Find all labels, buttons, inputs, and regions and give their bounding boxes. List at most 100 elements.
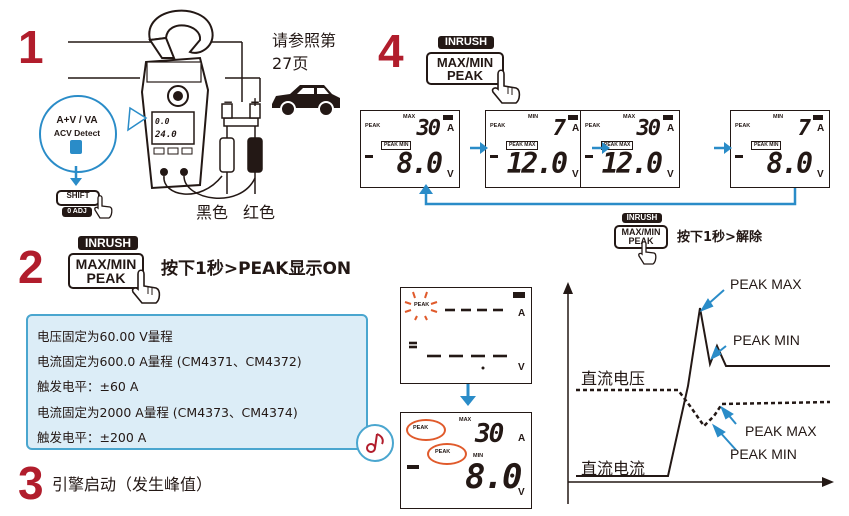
page-reference-line2: 27页: [272, 54, 309, 73]
peak-indicator: PEAK: [414, 302, 430, 308]
peak-min-highlight: [427, 443, 467, 465]
hand-press-icon: [94, 195, 113, 219]
dc-voltage-label: 直流电压: [581, 369, 646, 388]
inrush-tag-step4: INRUSH: [438, 36, 494, 49]
battery-icon: [568, 115, 578, 120]
step-number-2: 2: [18, 241, 44, 293]
cancel-instruction: 按下1秒>解除: [677, 230, 762, 245]
max-min-label: MAX/MIN: [75, 256, 137, 272]
function-dial-callout: [39, 95, 117, 173]
peak-mode-box: PEAK MIN: [381, 141, 412, 150]
page-reference-line1: 请参照第: [272, 31, 337, 50]
dial-pointer-icon: [70, 140, 82, 154]
meter-top-value: 0.0: [155, 117, 170, 126]
minus-terminal-label: −: [223, 95, 234, 109]
info-line: 触发电平：±200 A: [37, 429, 147, 445]
arrow-down-icon: [70, 166, 82, 186]
mode-indicator: MIN: [528, 114, 539, 120]
red-lead-label: 红色: [243, 203, 276, 222]
unit-a: A: [817, 123, 825, 134]
zero-adj-label: 0 ADJ: [62, 207, 92, 217]
dial-label-avva: A+V / VA: [56, 115, 98, 126]
hand-press-icon: [131, 269, 161, 304]
unit-a: A: [447, 123, 455, 134]
unit-a: A: [572, 123, 580, 134]
car-icon: [272, 85, 340, 117]
unit-v: V: [817, 169, 824, 180]
info-line: 触发电平：±60 A: [37, 379, 139, 395]
peak-indicator: PEAK: [735, 123, 751, 129]
peak-max-label-bottom: PEAK MAX: [745, 423, 817, 439]
step-number-1: 1: [18, 21, 44, 73]
peak-on-instruction: 按下1秒>PEAK显示ON: [161, 259, 352, 279]
max-min-label: MAX/MIN: [436, 55, 494, 70]
peak-indicator: PEAK: [490, 123, 506, 129]
peak-mode-box: PEAK MAX: [506, 141, 539, 150]
peak-label: PEAK: [628, 236, 654, 247]
max-min-peak-button-cancel[interactable]: MAX/MIN PEAK: [614, 225, 668, 249]
voltage-value: 12.0: [601, 147, 663, 180]
engine-start-text: 引擎启动（发生峰值）: [52, 475, 213, 494]
battery-icon: [663, 115, 673, 120]
dc-indicator-icon: [735, 155, 743, 158]
peak-max-label-top: PEAK MAX: [730, 276, 802, 292]
dc-indicator-icon: [490, 155, 498, 158]
peak-indicator: PEAK: [413, 425, 429, 431]
max-min-peak-button-step2[interactable]: MAX/MIN PEAK: [68, 253, 144, 289]
arrow-down-icon: [460, 384, 476, 406]
max-min-peak-button-step4[interactable]: MAX/MIN PEAK: [426, 52, 504, 85]
clamp-meter-illustration: [68, 9, 261, 199]
hand-press-icon: [491, 69, 521, 104]
info-line: 电流固定为600.0 A量程 (CM4371、CM4372): [37, 354, 302, 370]
voltage-value: 8.0: [766, 147, 813, 180]
unit-a: A: [518, 308, 526, 319]
dc-current-label: 直流电流: [581, 459, 646, 478]
plus-terminal-label: +: [250, 95, 261, 109]
voltage-value: 12.0: [506, 147, 568, 180]
max-min-label: MAX/MIN: [621, 227, 661, 237]
beep-sound-icon: [356, 424, 394, 462]
range-info-box: 电压固定为60.00 V量程 电流固定为600.0 A量程 (CM4371、CM…: [26, 314, 368, 450]
max-indicator: MAX: [459, 417, 472, 423]
unit-a: A: [667, 123, 675, 134]
unit-v: V: [572, 169, 579, 180]
cycle-arrows: [419, 142, 797, 206]
unit-v: V: [518, 362, 525, 373]
battery-icon: [443, 115, 453, 120]
step-number-4: 4: [378, 25, 404, 77]
mode-indicator: MIN: [773, 114, 784, 120]
step-number-3: 3: [18, 457, 44, 509]
mode-indicator: MAX: [623, 114, 636, 120]
peak-indicator: PEAK: [585, 123, 601, 129]
test-leads-illustration: [219, 103, 263, 194]
black-lead-label: 黑色: [196, 203, 229, 222]
dc-indicator-icon: [365, 155, 373, 158]
current-value: 7: [552, 116, 566, 141]
peak-max-highlight: [406, 419, 446, 441]
unit-v: V: [667, 169, 674, 180]
hand-press-icon: [638, 241, 657, 265]
peak-indicator: PEAK: [435, 449, 451, 455]
current-value: 30: [636, 116, 661, 141]
lcd-peak-result: PEAK PEAK MAX MIN 30 8.0 A V: [400, 412, 532, 509]
peak-label: PEAK: [446, 68, 484, 84]
meter-bottom-value: 24.0: [155, 130, 177, 140]
inrush-tag-cancel: INRUSH: [622, 213, 662, 223]
inrush-tag-step2: INRUSH: [78, 236, 138, 250]
mode-indicator: MAX: [403, 114, 416, 120]
result-voltage-value: 8.0: [465, 457, 522, 497]
info-line: 电压固定为60.00 V量程: [37, 329, 173, 344]
current-value: 30: [416, 116, 441, 141]
peak-min-label-bottom: PEAK MIN: [730, 446, 797, 462]
peak-label: PEAK: [86, 270, 126, 287]
peak-min-label-top: PEAK MIN: [733, 332, 800, 348]
current-value: 7: [797, 116, 811, 141]
dc-indicator-icon: [407, 465, 419, 469]
unit-a: A: [518, 433, 526, 444]
peak-mode-box: PEAK MAX: [601, 141, 634, 150]
peak-waveform-graph: [563, 282, 834, 504]
peak-mode-box: PEAK MIN: [751, 141, 782, 150]
